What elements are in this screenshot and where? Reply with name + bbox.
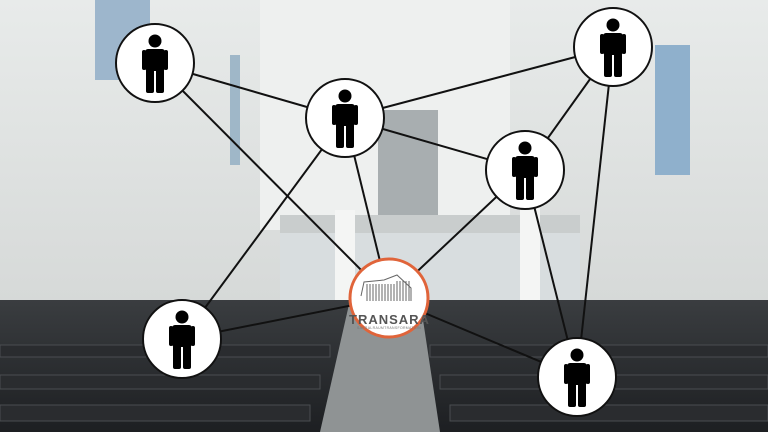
person-node [573,7,653,87]
person-icon [332,89,358,148]
person-icon [512,141,538,200]
person-icon [169,310,195,369]
transara-logo-node [348,257,430,339]
edge-p2-p3 [344,46,614,119]
edge-p1-hub [154,62,390,299]
person-node [142,299,222,379]
logo-name: TRANSARA [349,312,430,327]
person-icon [600,18,626,77]
person-node [305,78,385,158]
person-icon [142,34,168,93]
person-node [485,130,565,210]
person-node [115,23,195,103]
person-icon [564,348,590,407]
logo-subtitle: SAKRALRAUMTRANSFORMATION [357,326,421,330]
edge-p3-p6 [576,46,614,378]
logo-building-icon [360,274,412,301]
person-node [537,337,617,417]
edge-p5-p2 [181,117,346,340]
